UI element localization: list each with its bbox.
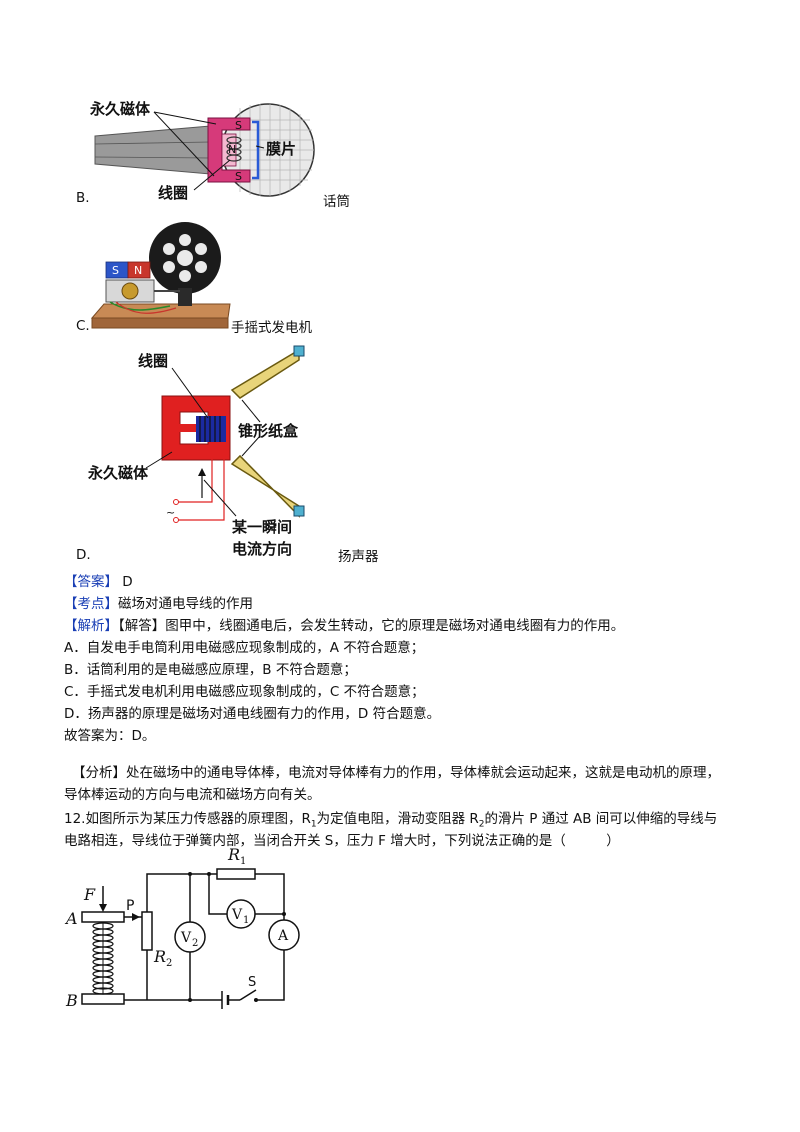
option-c-caption: 手摇式发电机 — [231, 320, 312, 336]
r2-label: R — [153, 947, 166, 966]
answer-tag: 【答案】 — [64, 574, 118, 590]
pole-s-label: S — [235, 170, 242, 183]
v1-label: V — [231, 907, 243, 923]
coil-label: 线圈 — [158, 184, 188, 200]
point-tag: 【考点】 — [64, 596, 118, 612]
generator-diagram: S N — [90, 222, 231, 329]
cone-label: 锥形纸盒 — [238, 422, 299, 440]
q12-sub-1: 1 — [310, 819, 317, 830]
analysis-item-d: D．扬声器的原理是磁场对通电线圈有力的作用，D 符合题意。 — [64, 706, 441, 722]
current-label-2: 电流方向 — [232, 540, 292, 558]
option-d-caption: 扬声器 — [338, 549, 379, 565]
analysis-conclusion: 故答案为：D。 — [64, 728, 156, 744]
pole-n-label: N — [134, 264, 142, 277]
pole-s-label: S — [112, 264, 119, 277]
coil-label: 线圈 — [138, 352, 168, 370]
answer-value: D — [118, 574, 133, 590]
switch-s-label: S — [248, 975, 256, 990]
microphone-diagram: S S N 永久磁体 膜片 线圈 — [89, 100, 315, 202]
plate-b-label: B — [65, 991, 78, 1010]
q12-text-c: 的滑片 P 通过 AB 间可以伸缩的导线与 — [484, 811, 718, 827]
slider-p-label: P — [126, 898, 134, 914]
analysis-text: 【解答】图甲中，线圈通电后，会发生转动，它的原理是磁场对通电线圈有力的作用。 — [118, 618, 625, 634]
figure-d-speaker: ~ 线圈 锥形纸盒 永久磁体 某一瞬间 电流方向 — [84, 338, 334, 564]
option-b-letter: B. — [76, 190, 90, 206]
answer-line: 【答案】 D — [64, 572, 744, 592]
summary-tag: 【分析】 — [72, 765, 126, 781]
question-12-line-1: 12.如图所示为某压力传感器的原理图，R1为定值电阻，滑动变阻器 R2的滑片 P… — [64, 809, 744, 835]
diaphragm-label: 膜片 — [266, 140, 296, 158]
figure-b-microphone: S S N 永久磁体 膜片 线圈 — [89, 100, 320, 202]
magnet-label: 永久磁体 — [87, 464, 149, 482]
current-label-1: 某一瞬间 — [232, 518, 292, 536]
r1-label: R — [227, 845, 240, 864]
v2-sub: 2 — [192, 938, 198, 949]
figure-c-generator: S N — [90, 218, 232, 330]
analysis-item-a: A．自发电手电筒利用电磁感应现象制成的，A 不符合题意； — [64, 640, 425, 656]
option-b-caption: 话筒 — [323, 194, 350, 210]
analysis-item-b: B．话筒利用的是电磁感应原理，B 不符合题意； — [64, 662, 357, 678]
speaker-diagram: ~ 线圈 锥形纸盒 永久磁体 某一瞬间 电流方向 — [87, 345, 305, 558]
magnet-label: 永久磁体 — [90, 100, 151, 118]
analysis-tag: 【解析】 — [64, 618, 118, 634]
summary-text-1: 处在磁场中的通电导体棒，电流对导体棒有力的作用，导体棒就会运动起来，这就是电动机… — [126, 765, 720, 781]
point-line: 【考点】磁场对通电导线的作用 — [64, 594, 744, 614]
pole-n-label: N — [228, 143, 236, 156]
summary-line-1: 【分析】处在磁场中的通电导体棒，电流对导体棒有力的作用，导体棒就会运动起来，这就… — [72, 763, 752, 783]
pole-s-label: S — [235, 119, 242, 132]
point-text: 磁场对通电导线的作用 — [118, 596, 253, 612]
v2-label: V — [180, 930, 192, 946]
ammeter-label: A — [277, 928, 289, 944]
pressure-sensor-circuit: F A B P R 1 R 2 V 2 V 1 A S — [62, 842, 302, 1012]
q12-sub-2: 2 — [478, 819, 485, 830]
circuit-diagram: F A B P R 1 R 2 V 2 V 1 A S — [64, 845, 300, 1010]
q12-text-b: 为定值电阻，滑动变阻器 R — [316, 811, 479, 827]
force-label: F — [83, 885, 96, 904]
summary-line-2: 导体棒运动的方向与电流和磁场方向有关。 — [64, 787, 321, 803]
plate-a-label: A — [64, 909, 78, 928]
ac-symbol: ~ — [166, 506, 175, 519]
analysis-line: 【解析】【解答】图甲中，线圈通电后，会发生转动，它的原理是磁场对通电线圈有力的作… — [64, 616, 744, 636]
v1-sub: 1 — [243, 915, 249, 926]
q12-text-a: 12.如图所示为某压力传感器的原理图，R — [64, 811, 311, 827]
question-12-line-2: 电路相连，导线位于弹簧内部，当闭合开关 S，压力 F 增大时，下列说法正确的是（… — [64, 833, 620, 849]
r1-sub: 1 — [240, 856, 246, 867]
r2-sub: 2 — [166, 958, 172, 969]
analysis-item-c: C．手摇式发电机利用电磁感应现象制成的，C 不符合题意； — [64, 684, 425, 700]
option-c-letter: C. — [76, 318, 90, 334]
option-d-letter: D. — [76, 547, 91, 563]
